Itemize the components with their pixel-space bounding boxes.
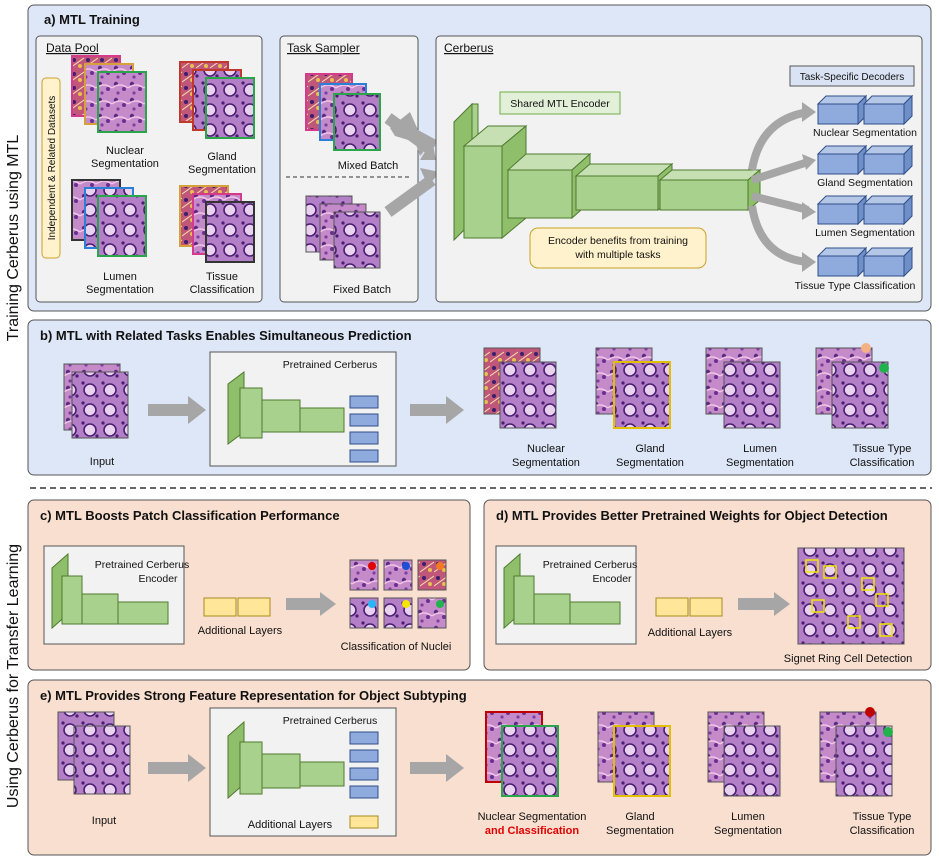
panel-e-out-tissue-2: Classification (850, 825, 915, 837)
panel-b-out-lumen-2: Segmentation (726, 457, 794, 469)
decoder-blocks (816, 94, 914, 278)
panel-b-decoder-blocks (349, 395, 379, 463)
data-pool-box: Data Pool Independent & Related Datasets… (35, 35, 263, 303)
panel-d-model-line2: Encoder (592, 573, 632, 585)
panel-c-encoder-blocks (51, 552, 169, 630)
decoder-label-tissue: Tissue Type Classification (795, 280, 916, 292)
panel-c-output-label: Classification of Nuclei (341, 641, 452, 653)
dataset-lumen-line1: Lumen (103, 271, 137, 283)
panel-e-out-lumen-2: Segmentation (714, 825, 782, 837)
data-pool-vertical-label: Independent & Related Datasets (47, 96, 58, 241)
tissue-dataset-stack (179, 185, 255, 263)
panel-e-out-lumen-1: Lumen (731, 811, 765, 823)
nuclear-dataset-stack (71, 55, 147, 133)
panel-e-input-label: Input (92, 815, 116, 827)
sampler-arrow-fixed (384, 175, 436, 217)
panel-e-out-nuclear-2: and Classification (485, 825, 579, 837)
panel-b-model-label: Pretrained Cerberus (283, 359, 378, 371)
panel-e-title: e) MTL Provides Strong Feature Represent… (40, 688, 467, 703)
dataset-gland-line1: Gland (207, 151, 236, 163)
lumen-dataset-stack (71, 179, 147, 257)
decoder-fan-arrows (748, 108, 810, 266)
decoder-label-nuclear: Nuclear Segmentation (813, 127, 917, 139)
dataset-nuclear-line2: Segmentation (91, 158, 159, 170)
panel-d-additional-layers (655, 597, 723, 617)
task-sampler-box: Task Sampler Mixed Batch Fixed Batch (279, 35, 419, 303)
panel-b-out-nuclear-1: Nuclear (527, 443, 565, 455)
side-label-transfer: Using Cerberus for Transfer Learning (5, 544, 22, 808)
data-pool-title: Data Pool (46, 41, 99, 55)
benefit-line2: with multiple tasks (574, 249, 660, 261)
dataset-tissue-line2: Classification (190, 284, 255, 296)
fixed-batch-label: Fixed Batch (333, 284, 391, 296)
cerberus-box: Cerberus Shared MTL Encoder (435, 35, 923, 303)
panel-e-out-nuclear-1: Nuclear Segmentation (478, 811, 587, 823)
panel-b-encoder-blocks (227, 371, 345, 445)
decoder-label-lumen: Lumen Segmentation (815, 227, 915, 239)
panel-e-out-gland-1: Gland (625, 811, 654, 823)
benefit-line1: Encoder benefits from training (548, 235, 688, 247)
panel-e-encoder-blocks (227, 720, 345, 800)
panel-d-output-label: Signet Ring Cell Detection (784, 653, 912, 665)
dataset-nuclear-line1: Nuclear (106, 145, 144, 157)
panel-c: c) MTL Boosts Patch Classification Perfo… (27, 499, 471, 671)
panel-b-out-tissue-2: Classification (850, 457, 915, 469)
panel-b-input-label: Input (90, 456, 114, 468)
encoder-blocks (453, 102, 762, 242)
panel-e-model-label: Pretrained Cerberus (283, 715, 378, 727)
gland-dataset-stack (179, 61, 255, 139)
mixed-batch-label: Mixed Batch (338, 160, 399, 172)
panel-b-title: b) MTL with Related Tasks Enables Simult… (40, 328, 412, 343)
panel-e-out-tissue-1: Tissue Type (853, 811, 912, 823)
panel-d-model-line1: Pretrained Cerberus (543, 559, 638, 571)
panel-e-decoder-blocks (349, 731, 379, 829)
panel-c-title: c) MTL Boosts Patch Classification Perfo… (40, 508, 340, 523)
decoder-label-gland: Gland Segmentation (817, 177, 913, 189)
panel-b-out-nuclear-2: Segmentation (512, 457, 580, 469)
sampler-arrow-mixed (384, 113, 436, 155)
panel-d-title: d) MTL Provides Better Pretrained Weight… (496, 508, 888, 523)
panel-a-title: a) MTL Training (44, 12, 140, 27)
cerberus-title: Cerberus (444, 41, 493, 55)
side-label-training: Training Cerberus using MTL (5, 135, 22, 342)
panel-b-out-lumen-1: Lumen (743, 443, 777, 455)
panel-d-encoder-blocks (503, 552, 621, 630)
panel-e-out-gland-2: Segmentation (606, 825, 674, 837)
dataset-tissue-line1: Tissue (206, 271, 238, 283)
panel-a: a) MTL Training Data Pool Independent & … (27, 4, 932, 312)
nuclei-grid (349, 559, 447, 629)
panel-e: e) MTL Provides Strong Feature Represent… (27, 679, 932, 856)
panel-b: b) MTL with Related Tasks Enables Simult… (27, 319, 932, 476)
panel-c-model-line1: Pretrained Cerberus (95, 559, 190, 571)
panel-b-out-gland-1: Gland (635, 443, 664, 455)
dataset-lumen-line2: Segmentation (86, 284, 154, 296)
panel-d: d) MTL Provides Better Pretrained Weight… (483, 499, 932, 671)
dataset-gland-line2: Segmentation (188, 164, 256, 176)
task-sampler-title: Task Sampler (287, 41, 360, 55)
decoders-title: Task-Specific Decoders (800, 72, 904, 83)
encoder-label: Shared MTL Encoder (510, 98, 610, 110)
panel-e-layers-label: Additional Layers (248, 819, 333, 831)
panel-b-out-gland-2: Segmentation (616, 457, 684, 469)
panel-d-layers-label: Additional Layers (648, 627, 733, 639)
panel-c-layers-label: Additional Layers (198, 625, 283, 637)
panel-b-out-tissue-1: Tissue Type (853, 443, 912, 455)
panel-c-model-line2: Encoder (138, 573, 178, 585)
panel-c-additional-layers (203, 597, 271, 617)
signet-ring-detection-image (797, 547, 905, 645)
